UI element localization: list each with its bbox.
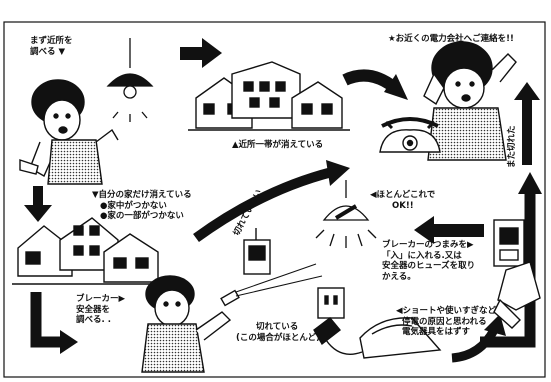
label-check-neighbors-line-1: まず近所を <box>30 36 73 46</box>
arrow-up-right <box>514 82 540 165</box>
label-part-house-out: ●家の一部がつかない <box>100 211 184 221</box>
breaker-panel-small <box>243 228 271 275</box>
label-remove-appliance: ◀ショートや使いすぎなど 停電の原因と思われる 電気器具をはずす <box>396 306 496 338</box>
hanging-lamp-off <box>106 38 154 122</box>
label-whole-house-out: ●家中がつかない <box>100 200 167 211</box>
label-remove-appliance-line-3: 電気器具をはずす <box>402 327 471 337</box>
label-check-breaker-line-1: ブレーカー▶ <box>76 294 126 304</box>
arrow-mostly-ok <box>414 216 484 244</box>
label-breaker-instruction: ブレーカーのつまみを▶ 「入」に入れる.又は 安全器のヒューズを取り かえる。 <box>382 240 475 282</box>
label-check-breaker-line-2: 安全器を <box>76 304 111 315</box>
label-breaker-instruction-line-1: ブレーカーのつまみを▶ <box>382 240 474 250</box>
arrow-to-power-company <box>342 69 408 100</box>
woman-top-left-figure <box>19 79 119 185</box>
arrow-remove-appliance <box>451 314 506 363</box>
label-blown-again: また切れた <box>507 125 517 168</box>
label-remove-appliance-line-2: 停電の原因と思われる <box>402 316 487 327</box>
woman-with-flashlight-figure <box>141 263 323 373</box>
arrow-blown-again <box>480 172 542 348</box>
hanging-lamp-lit <box>315 180 377 248</box>
label-contact-power-company: ★お近くの電力会社へご連絡を!! <box>388 34 514 44</box>
label-breaker-instruction-line-3: 安全器のヒューズを取り <box>382 261 476 271</box>
label-mostly-ok-line-1: ◀ほとんどこれで <box>370 190 436 200</box>
own-house <box>12 217 164 285</box>
arrow-not-blown <box>193 160 350 243</box>
label-blown: 切れている (この場合がほとんど) <box>236 322 320 343</box>
label-check-breaker: ブレーカー▶ 安全器を 調べる. . <box>76 294 125 326</box>
arrow-down-to-own-house <box>24 186 52 222</box>
label-check-breaker-line-3: 調べる. . <box>76 315 111 325</box>
breaker-box-with-hand <box>493 219 541 329</box>
label-blown-line-2: (この場合がほとんど) <box>236 332 321 343</box>
neighborhood-houses <box>188 61 350 131</box>
arrow-to-neighborhood <box>180 38 222 68</box>
label-neighborhood-out: ▲近所一帯が消えている <box>232 140 324 150</box>
outer-frame <box>3 21 546 378</box>
label-remove-appliance-line-1: ◀ショートや使いすぎなど <box>396 306 497 316</box>
label-mostly-ok-line-2: OK!! <box>392 200 414 211</box>
telephone <box>379 117 441 153</box>
label-check-neighbors-line-2: 調べる ▼ <box>30 46 65 57</box>
label-only-own-house-out-line: ▼自分の家だけ消えている <box>92 190 192 200</box>
label-breaker-instruction-line-2: 「入」に入れる.又は <box>382 250 462 261</box>
label-check-neighbors: まず近所を 調べる ▼ <box>30 36 73 57</box>
woman-on-phone-figure <box>423 41 517 161</box>
outlet-and-iron <box>313 287 442 359</box>
label-breaker-instruction-line-4: かえる。 <box>382 271 416 282</box>
label-mostly-ok: ◀ほとんどこれで OK!! <box>370 190 435 211</box>
arrow-to-breaker-check <box>30 292 78 354</box>
label-only-own-house-out: ▼自分の家だけ消えている ●家中がつかない ●家の一部がつかない <box>92 190 192 222</box>
label-blown-line-1: 切れている <box>256 322 299 332</box>
